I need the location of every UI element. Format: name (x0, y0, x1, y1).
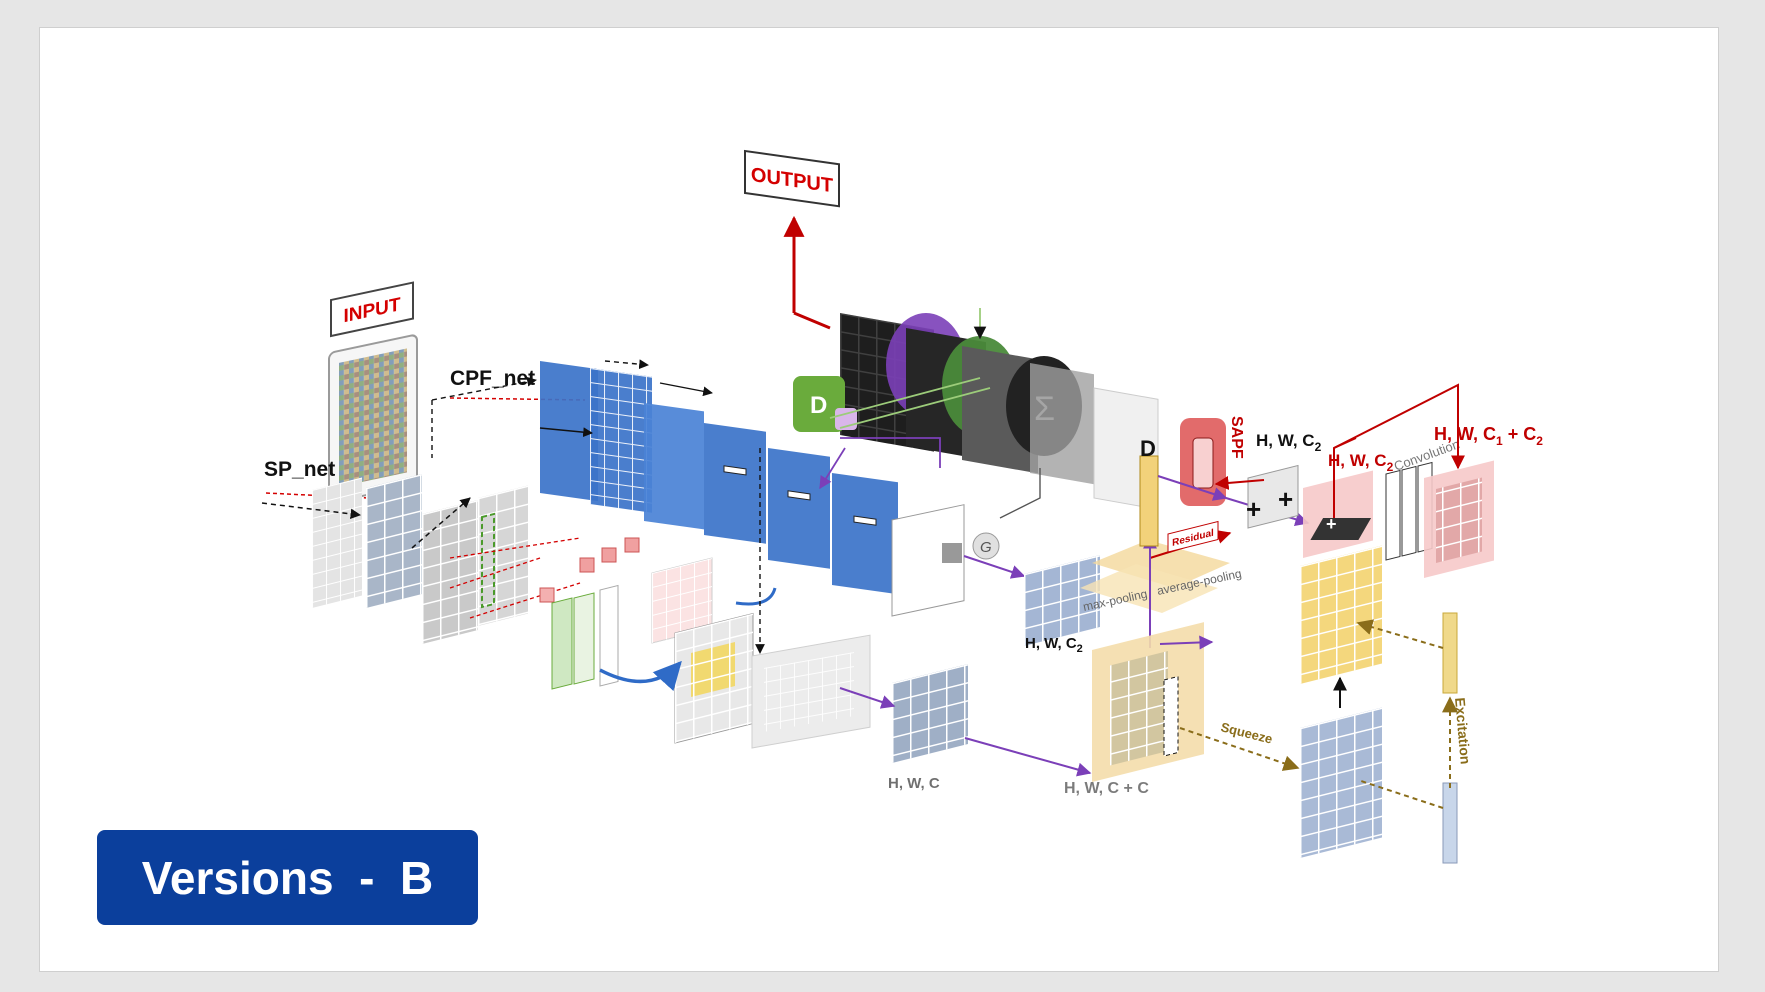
excitation-top-vector (1442, 612, 1458, 694)
output-label-box (744, 149, 840, 208)
purple-arrow-to-cube (963, 555, 1026, 579)
plus-icon-2: + (1278, 484, 1293, 514)
cpf-arrow-top (604, 359, 649, 370)
blue-curve-arrow-1 (599, 660, 682, 692)
purple-arrow-gray-to-cube (839, 687, 896, 709)
red-skip-branch (1333, 437, 1357, 449)
green-line-1 (829, 377, 981, 419)
sapf-block: D Residual SAPF H, W, C2 + + (1139, 416, 1322, 553)
pink-cube-small (1303, 470, 1373, 558)
cpf-arrow-left (539, 427, 593, 438)
plus-icon-1: + (1246, 494, 1261, 524)
purple-line-1 (840, 437, 941, 468)
decoder-stack: Σ Σ Σ D (793, 308, 1159, 519)
output-block: OUTPUT (744, 149, 840, 330)
slide: INPUT OUTPUT SP_net (39, 27, 1719, 972)
squeeze-arrow (1179, 727, 1300, 771)
d-label: D (1140, 436, 1156, 461)
sp-green-selection (481, 512, 495, 609)
yellow-cube-dashed-slot (1163, 675, 1179, 757)
cpf-net-block: CPF_net (431, 359, 1092, 792)
gold-arrow-from-vector (1357, 779, 1444, 809)
mid-cube-block: H, W, C2 (1024, 555, 1100, 655)
pink-cube-4 (539, 587, 555, 603)
purple-arrow-cube-to-yellow (964, 737, 1092, 777)
green-column-2 (573, 592, 595, 685)
input-block: INPUT (328, 281, 418, 503)
cpf-arrow-mid (659, 382, 713, 397)
dim-label-hidden-2: H, W, C + C (1064, 780, 1149, 797)
excitation-bottom-vector (1442, 782, 1458, 864)
dim-label-hwc2-mid: H, W, C2 (1025, 635, 1083, 655)
network-architecture-diagram: INPUT OUTPUT SP_net (261, 149, 1543, 864)
sp-net-label: SP_net (264, 458, 335, 481)
g-block: G (891, 504, 1026, 617)
green-column-1 (551, 597, 573, 690)
input-label-box (330, 281, 414, 338)
cpf-net-label: CPF_net (450, 367, 535, 390)
purple-arrow-right (1159, 635, 1214, 650)
dim-label-hwc1c2: H, W, C1 + C2 (1434, 424, 1543, 448)
blue-curve-arrow-2 (735, 587, 777, 606)
gold-arrow-to-gold-cube (1356, 619, 1444, 649)
dark-layer-4 (1030, 363, 1094, 485)
g-circle (972, 532, 1000, 560)
gray-line-1 (999, 468, 1041, 519)
conv-plate-2 (1401, 465, 1417, 557)
purple-arrow-to-plus (1157, 475, 1228, 501)
green-line-2 (839, 387, 991, 429)
yellow-vector (1139, 455, 1159, 547)
attention-block: + H, W, C2 Convolution H, W, C1 + C2 (1179, 383, 1543, 864)
cpf-layer-6-marker (853, 515, 877, 526)
green-d-letter: D (810, 392, 827, 419)
pink-cube-1 (579, 557, 595, 573)
plus-icon-3: + (1326, 514, 1337, 534)
cpf-layer-3 (644, 403, 704, 530)
sp-arrow-2 (411, 497, 471, 549)
pink-cube-2 (601, 547, 617, 563)
gray-square (942, 543, 962, 563)
purple-line-2 (819, 447, 846, 490)
pooling-block: max-pooling average-pooling H, W, C + C (1064, 530, 1243, 797)
sapf-inner (1192, 437, 1214, 489)
dim-label-hidden-1: H, W, C (888, 775, 940, 792)
small-gray-cube-grid (892, 664, 968, 763)
sp-net-block: SP_net (261, 458, 871, 749)
g-letter: G (980, 539, 992, 556)
dark-plate (1310, 518, 1372, 540)
sp-red-dash-1 (449, 557, 541, 589)
output-arrow-branch (793, 311, 831, 330)
sp-red-dash-3 (469, 582, 581, 619)
version-badge: Versions - B (97, 830, 478, 925)
cpf-layer-4 (704, 423, 766, 544)
sp-arrow-1 (261, 502, 362, 520)
g-white-box (891, 504, 965, 617)
red-skip-connection (1333, 383, 1465, 518)
residual-box (1167, 520, 1219, 553)
red-arrow-to-sapf (1214, 475, 1265, 490)
cpf-layer-5-marker (787, 490, 811, 501)
pink-cube-3 (624, 537, 640, 553)
gray-feature-box (751, 634, 871, 749)
squeeze-label: Squeeze (1219, 719, 1274, 746)
dim-label-hwc2-top: H, W, C2 (1256, 431, 1322, 454)
cpf-layer-5 (768, 448, 830, 569)
conv-plate-1 (1385, 469, 1401, 561)
white-column (599, 584, 619, 687)
excitation-label: Excitation (1452, 697, 1474, 765)
pooling-panel-back (1092, 540, 1230, 588)
input-image-thumbnails (339, 348, 407, 487)
cpf-layer-4-marker (723, 465, 747, 476)
cpf-layer-6 (832, 473, 898, 595)
sapf-label: SAPF (1228, 416, 1245, 459)
sp-red-dash-2 (449, 537, 581, 559)
dim-label-hwc2-red: H, W, C2 (1328, 451, 1394, 474)
